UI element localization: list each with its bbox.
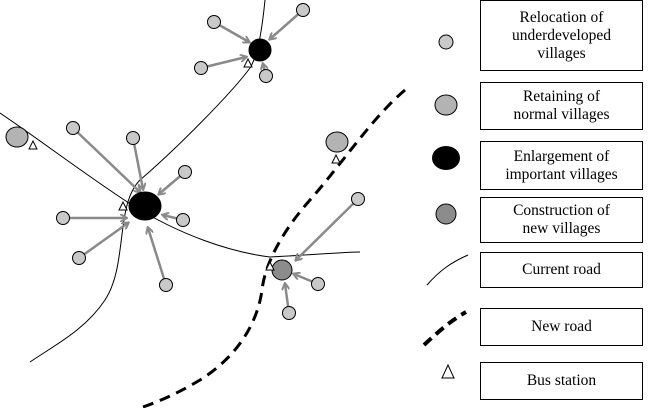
legend-construction: Construction of new villages xyxy=(480,197,643,243)
village xyxy=(248,38,272,62)
current-road-main xyxy=(0,112,361,258)
legend-retaining: Retaining of normal villages xyxy=(480,82,643,130)
village xyxy=(325,131,349,153)
village xyxy=(178,165,192,179)
legend-relocation-line1: Relocation of xyxy=(519,8,604,26)
underdeveloped-villages xyxy=(56,3,365,320)
triangle-icon xyxy=(441,363,455,379)
bus-station xyxy=(265,260,275,271)
legend-relocation-line3: villages xyxy=(537,44,586,62)
legend-new-road: New road xyxy=(480,308,643,346)
village xyxy=(72,251,86,265)
bus-station xyxy=(331,153,341,164)
current-road-north xyxy=(29,0,266,363)
legend-relocation: Relocation of underdeveloped villages xyxy=(480,0,643,71)
thin-curve-icon xyxy=(426,254,469,286)
new-village xyxy=(271,259,293,281)
legend-enlargement-line2: important villages xyxy=(505,165,618,183)
important-villages xyxy=(128,38,272,221)
village xyxy=(194,61,208,75)
village xyxy=(176,213,190,227)
bus-station xyxy=(243,57,253,68)
relocation-arrows xyxy=(63,9,359,314)
legend-enlargement: Enlargement of important villages xyxy=(480,141,643,190)
dark-gray-circle-icon xyxy=(435,203,457,225)
village xyxy=(128,191,162,221)
legend-construction-line1: Construction of xyxy=(513,202,610,219)
legend-new-road-label: New road xyxy=(531,318,592,335)
bus-station xyxy=(118,200,128,211)
legend-enlargement-line1: Enlargement of xyxy=(513,147,610,165)
village xyxy=(159,278,173,292)
village xyxy=(282,306,296,320)
legend-relocation-line2: underdeveloped xyxy=(512,26,611,44)
gray-ellipse-icon xyxy=(434,94,458,116)
legend-current-road: Current road xyxy=(480,252,643,288)
village xyxy=(296,3,310,17)
village xyxy=(5,126,29,148)
new-road xyxy=(139,88,406,408)
village xyxy=(351,192,365,206)
legend-bus-station-label: Bus station xyxy=(526,372,597,389)
village xyxy=(66,121,80,135)
legend-current-road-label: Current road xyxy=(522,261,601,278)
thick-dashed-curve-icon xyxy=(422,310,467,347)
black-ellipse-icon xyxy=(432,146,460,170)
bus-station xyxy=(28,139,38,150)
legend-construction-line2: new villages xyxy=(522,220,601,237)
village xyxy=(311,277,325,291)
bus-stations xyxy=(28,57,341,271)
legend-retaining-line2: normal villages xyxy=(513,106,610,123)
village xyxy=(126,131,140,145)
normal-villages xyxy=(5,126,349,153)
legend-icons xyxy=(422,34,469,379)
village xyxy=(56,211,70,225)
village xyxy=(259,69,273,83)
legend-retaining-line1: Retaining of xyxy=(522,88,601,105)
village xyxy=(207,15,221,29)
light-gray-circle-icon xyxy=(438,34,454,50)
legend-bus-station: Bus station xyxy=(480,362,643,400)
